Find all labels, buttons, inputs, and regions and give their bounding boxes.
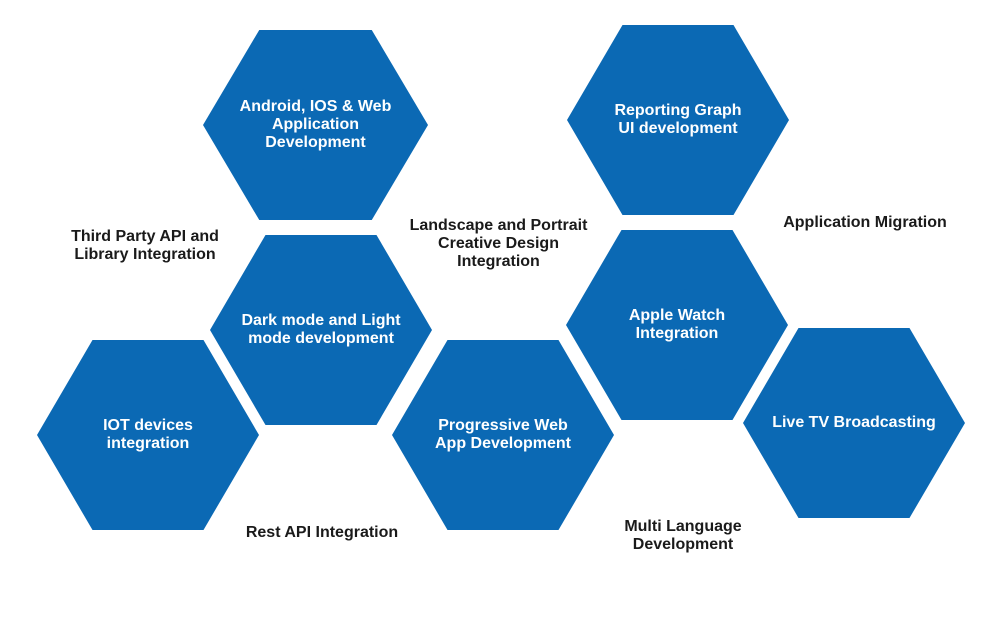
label-rest-api: Rest API Integration (245, 524, 399, 541)
hexagon-android-ios-web: Android, IOS & Web Application Developme… (203, 30, 428, 220)
hexagon-label: Apple Watch Integration (628, 307, 726, 342)
label-application-migration: Application Migration (783, 214, 947, 231)
hexagon-progressive-web-app: Progressive Web App Development (392, 340, 614, 530)
hexagon-live-tv: Live TV Broadcasting (743, 328, 965, 518)
hexagon-label: Reporting Graph UI development (614, 102, 742, 137)
label-multi-language: Multi Language Development (624, 518, 742, 553)
hexagon-reporting-graph: Reporting Graph UI development (567, 25, 789, 215)
hexagon-label: IOT devices integration (103, 417, 193, 452)
label-landscape-portrait: Landscape and Portrait Creative Design I… (409, 217, 588, 270)
hexagon-label: Live TV Broadcasting (772, 414, 936, 431)
hexagon-label: Android, IOS & Web Application Developme… (239, 98, 392, 151)
hexagon-iot-devices: IOT devices integration (37, 340, 259, 530)
hexagon-label: Progressive Web App Development (434, 417, 571, 452)
hexagon-label: Dark mode and Light mode development (241, 312, 401, 347)
label-third-party-api: Third Party API and Library Integration (71, 228, 219, 263)
